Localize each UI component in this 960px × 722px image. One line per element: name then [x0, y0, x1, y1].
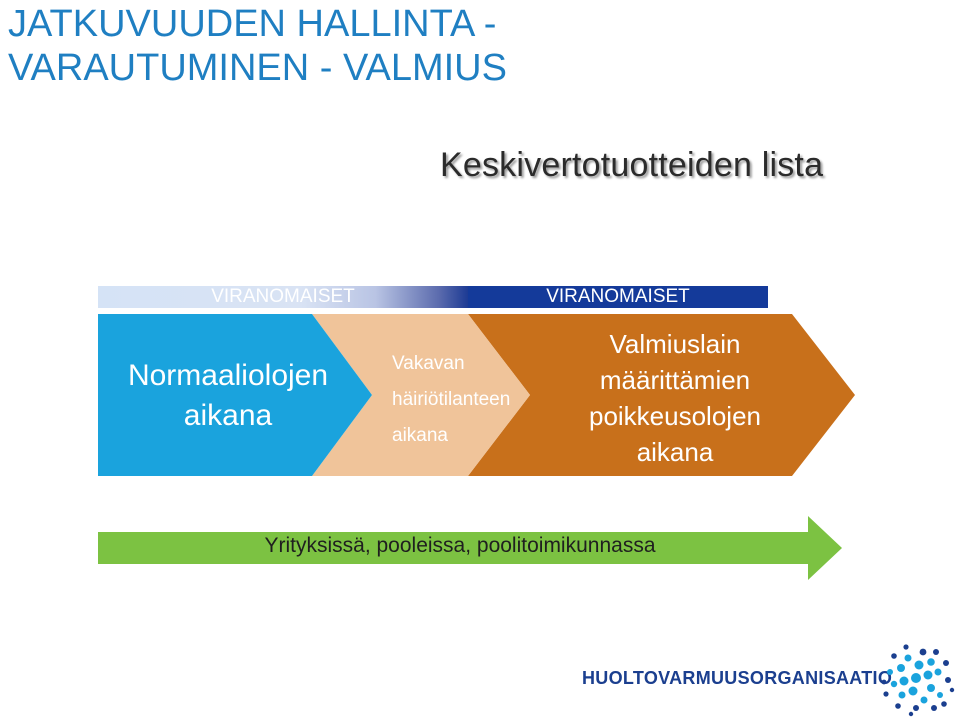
stage-emergency-label: Valmiuslain määrittämien poikkeusolojen …	[540, 326, 810, 470]
page-subtitle: Keskivertotuotteiden lista	[440, 146, 824, 184]
bottom-arrow-label: Yrityksissä, pooleissa, poolitoimikunnas…	[264, 534, 656, 557]
stage-disruption-line: häiriötilanteen	[392, 389, 511, 410]
stage-emergency-line: määrittämien	[599, 365, 751, 395]
stage-arrows	[98, 314, 855, 580]
stage-emergency-shape	[468, 314, 855, 476]
authority-label-left: VIRANOMAISET	[211, 286, 355, 307]
stage-normal-label: Normaaliolojen aikana	[98, 356, 358, 436]
stage-disruption-line: Vakavan	[392, 353, 465, 374]
stage-disruption-shape	[312, 314, 530, 476]
stage-normal-shape	[98, 314, 372, 476]
stage-emergency-line: Valmiuslain	[609, 329, 741, 359]
stage-disruption-label: Vakavan häiriötilanteen aikana	[392, 346, 510, 454]
stage-emergency-line: aikana	[636, 437, 714, 467]
page-title: JATKUVUUDEN HALLINTA - VARAUTUMINEN - VA…	[8, 2, 768, 90]
globe-dots-logo-icon	[881, 644, 955, 717]
stage-disruption-line: aikana	[392, 425, 448, 446]
stage-emergency-line: poikkeusolojen	[588, 401, 761, 431]
stage-normal-line: Normaaliolojen	[127, 359, 329, 392]
stage-normal-line: aikana	[183, 399, 273, 432]
page-title-line1: JATKUVUUDEN HALLINTA -	[8, 3, 497, 45]
authority-bar-right: VIRANOMAISET	[468, 286, 768, 308]
authority-label-right: VIRANOMAISET	[546, 286, 690, 307]
authority-bar-left: VIRANOMAISET	[98, 286, 468, 308]
bottom-arrow-shape	[98, 516, 842, 580]
organization-name: HUOLTOVARMUUSORGANISAATIO	[582, 668, 893, 688]
page-title-line2: VARAUTUMINEN - VALMIUS	[8, 47, 507, 89]
